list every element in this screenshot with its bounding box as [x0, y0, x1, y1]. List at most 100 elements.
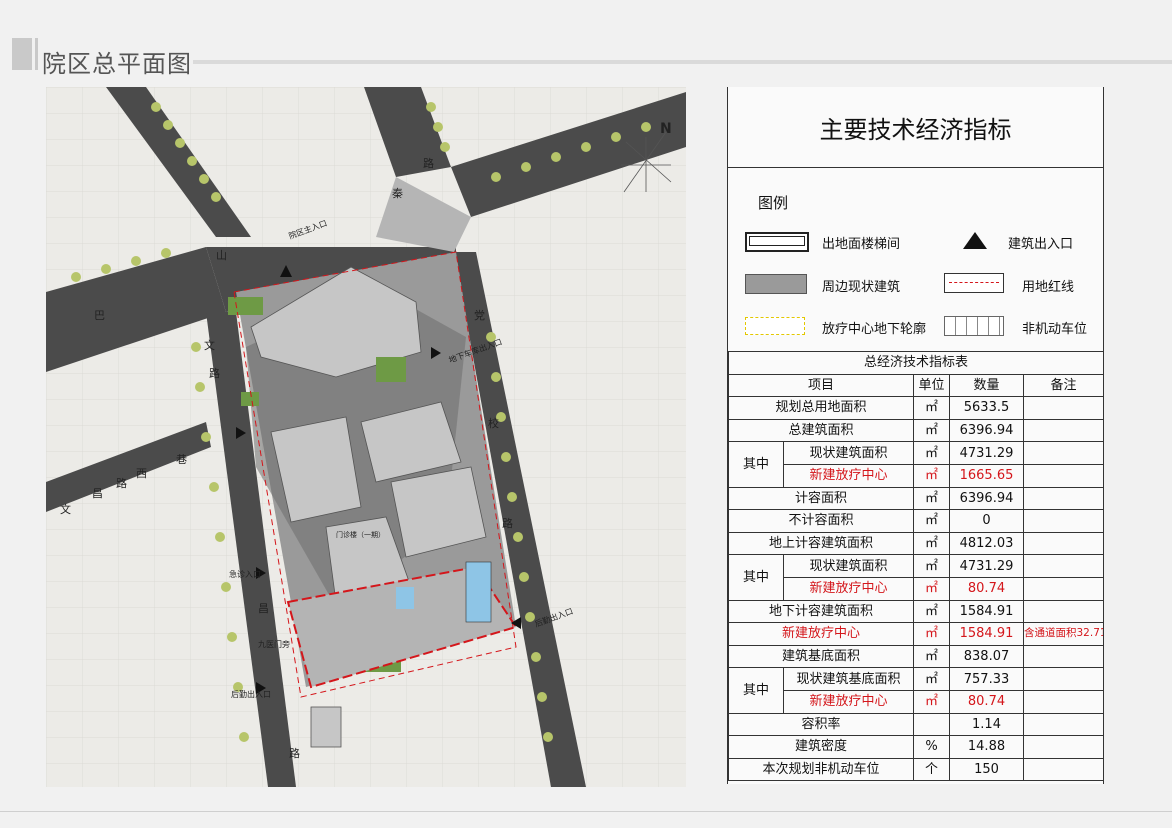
legend-existing-building: 周边现状建筑: [822, 280, 901, 295]
cell-item: 新建放疗中心: [783, 576, 914, 601]
site-plan-svg: N 路 秦 巴 山 文 路 党 校 路 西 巷 路 昌 文 昌 路 院区主入口 …: [46, 87, 686, 787]
cell-note: [1022, 599, 1105, 624]
cell-qty: 4812.03: [949, 531, 1024, 556]
cell-note: [1022, 486, 1105, 511]
label-ninth-road: 九医门旁: [258, 639, 290, 649]
cell-qty: 4731.29: [949, 441, 1024, 465]
footer-rule: [0, 811, 1172, 812]
table-row: 计容面积 ㎡ 6396.94: [728, 486, 1105, 511]
entrance-markers: [236, 265, 521, 694]
bike-parking-icon: [944, 316, 1004, 336]
road-label-wen: 文: [204, 338, 215, 352]
cell-unit: 个: [913, 757, 950, 782]
cell-unit: ㎡: [913, 509, 950, 533]
indicator-table: 总经济技术指标表 项目 单位 数量 备注 规划总用地面积 ㎡ 5633.5 总建…: [727, 351, 1105, 782]
table-row: 新建放疗中心 ㎡ 80.74: [729, 689, 1105, 714]
indicators-panel: 主要技术经济指标 图例 出地面楼梯间 建筑出入口 周边现状建筑 用地红线 放疗中…: [727, 87, 1105, 784]
site-plan-map: N 路 秦 巴 山 文 路 党 校 路 西 巷 路 昌 文 昌 路 院区主入口 …: [46, 87, 686, 787]
cell-unit: ㎡: [913, 441, 950, 465]
cell-unit: ㎡: [913, 667, 950, 691]
cell-note: [1022, 418, 1105, 443]
road-east-dangxiao: [454, 252, 586, 787]
cell-unit: [913, 712, 950, 737]
cell-note: [1022, 463, 1105, 488]
table-row: 新建放疗中心 ㎡ 1584.91 含通道面积32.71: [728, 622, 1105, 646]
stair-box-icon: [745, 232, 809, 252]
cell-qty: 14.88: [949, 735, 1024, 759]
cell-qty: 80.74: [949, 576, 1024, 601]
table-caption: 总经济技术指标表: [727, 351, 1105, 375]
road-label-top: 路: [423, 157, 434, 170]
cell-note: [1022, 735, 1105, 759]
cell-sub-label: 其中: [728, 667, 784, 714]
cell-note: [1022, 441, 1105, 465]
cell-qty: 838.07: [949, 644, 1024, 669]
cell-note: [1022, 396, 1105, 420]
cell-note: 含通道面积32.71: [1022, 622, 1105, 646]
road-label-chang-2: 昌: [258, 602, 269, 615]
cell-item: 规划总用地面积: [728, 396, 914, 420]
header-unit: 单位: [913, 373, 950, 398]
cell-note: [1022, 644, 1105, 669]
table-row: 其中 现状建筑面积 ㎡ 4731.29: [728, 554, 1105, 601]
table-row: 总建筑面积 ㎡ 6396.94: [728, 418, 1105, 443]
table-row: 其中 现状建筑基底面积 ㎡ 757.33: [728, 667, 1105, 714]
cell-unit: ㎡: [913, 576, 950, 601]
cell-qty: 1.14: [949, 712, 1024, 737]
cell-qty: 80.74: [949, 689, 1024, 714]
cell-item: 本次规划非机动车位: [728, 757, 914, 782]
cell-qty: 4731.29: [949, 554, 1024, 578]
table-row: 新建放疗中心 ㎡ 1665.65: [729, 463, 1105, 488]
label-emergency-entrance: 急诊入口: [229, 569, 261, 579]
cell-qty: 5633.5: [949, 396, 1024, 420]
cell-qty: 6396.94: [949, 418, 1024, 443]
cell-unit: ㎡: [913, 599, 950, 624]
cell-unit: ㎡: [913, 463, 950, 488]
legend-entrance: 建筑出入口: [1008, 237, 1074, 252]
tree-rows: [71, 102, 651, 742]
header-note: 备注: [1022, 373, 1105, 398]
cell-item: 现状建筑面积: [783, 554, 914, 578]
road-northeast-qin: [451, 92, 686, 217]
cell-note: [1022, 757, 1105, 782]
cell-item: 现状建筑面积: [783, 441, 914, 465]
table-row: 建筑密度 % 14.88: [728, 735, 1105, 759]
road-label-lu-1: 路: [209, 367, 220, 380]
road-label-lu-2: 路: [502, 517, 513, 530]
cell-qty: 0: [949, 509, 1024, 533]
cell-sub-label: 其中: [728, 554, 784, 601]
table-row: 其中 现状建筑面积 ㎡ 4731.29: [728, 441, 1105, 488]
cell-qty: 6396.94: [949, 486, 1024, 511]
cell-qty: 150: [949, 757, 1024, 782]
road-west-wenchang: [206, 312, 296, 787]
cell-item: 计容面积: [728, 486, 914, 511]
road-label-shan: 山: [216, 249, 227, 262]
label-rear-entrance: 后勤出入口: [231, 689, 271, 699]
table-row: 建筑基底面积 ㎡ 838.07: [728, 644, 1105, 669]
road-label-dang: 党: [474, 309, 485, 322]
road-intersection: [376, 177, 471, 252]
road-label-qin: 秦: [392, 186, 403, 200]
table-row: 地上计容建筑面积 ㎡ 4812.03: [728, 531, 1105, 556]
cell-unit: ㎡: [913, 644, 950, 669]
cell-item: 建筑密度: [728, 735, 914, 759]
cell-unit: %: [913, 735, 950, 759]
radiotherapy-center-outline: [286, 565, 518, 689]
entrance-triangle-icon: [963, 232, 987, 249]
north-label: N: [660, 121, 672, 137]
bike-shelter: [465, 561, 492, 623]
cell-note: [1022, 576, 1105, 601]
cell-qty: 1584.91: [949, 599, 1024, 624]
legend-underground-outline: 放疗中心地下轮廓: [822, 322, 927, 337]
table-row: 容积率 1.14: [728, 712, 1105, 737]
cell-note: [1022, 531, 1105, 556]
road-label-chang: 昌: [92, 487, 103, 500]
cell-qty: 757.33: [949, 667, 1024, 691]
cell-item: 新建放疗中心: [783, 463, 914, 488]
cell-note: [1022, 667, 1105, 691]
table-row: 地下计容建筑面积 ㎡ 1584.91: [728, 599, 1105, 624]
cell-note: [1022, 689, 1105, 714]
cell-unit: ㎡: [913, 622, 950, 646]
cell-item: 容积率: [728, 712, 914, 737]
page-title: 院区总平面图: [42, 50, 192, 78]
